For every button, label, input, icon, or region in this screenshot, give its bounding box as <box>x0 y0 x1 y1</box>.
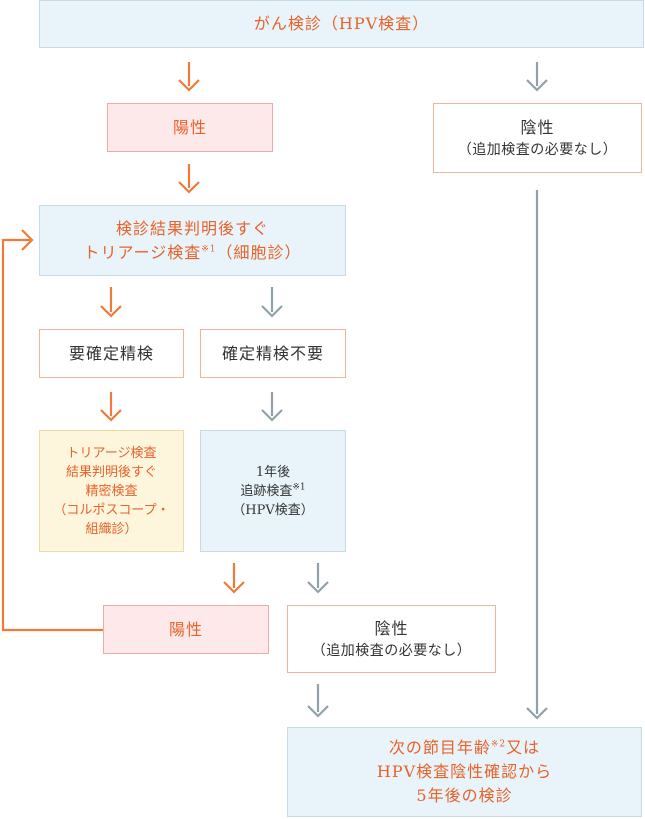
negative-note-1: （追加検査の必要なし） <box>457 141 618 158</box>
triage-line-2-main: トリアージ検査 <box>83 242 202 262</box>
next-note-mark: ※2 <box>490 739 507 750</box>
arrow-needs-confirm-to-detailed <box>99 392 123 422</box>
next-line-3: 5年後の検診 <box>416 786 513 805</box>
next-line-2: HPV検査陰性確認から <box>376 762 553 781</box>
arrow-screening-to-negative <box>525 62 549 92</box>
arrow-followup-to-negative <box>306 563 330 594</box>
triage-note-mark: ※1 <box>201 244 217 255</box>
positive-box-2: 陽性 <box>103 605 269 654</box>
negative-box-2: 陰性 （追加検査の必要なし） <box>287 605 496 673</box>
detailed-line-2: 結果判明後すぐ <box>65 464 157 480</box>
needs-confirm-box: 要確定精検 <box>39 329 184 378</box>
arrow-negative2-to-next <box>306 684 330 718</box>
triage-box: 検診結果判明後すぐ トリアージ検査※1（細胞診） <box>39 205 346 276</box>
followup-line-1: 1年後 <box>255 464 291 480</box>
triage-line-1: 検診結果判明後すぐ <box>115 218 269 238</box>
arrow-screening-to-positive <box>177 62 201 92</box>
needs-confirm-label: 要確定精検 <box>68 343 154 363</box>
positive-box-1: 陽性 <box>107 103 273 152</box>
arrow-positive-to-triage <box>177 164 201 194</box>
next-line-1-tail: 又は <box>506 738 541 757</box>
followup-note-mark: ※1 <box>292 482 306 493</box>
negative-box-1: 陰性 （追加検査の必要なし） <box>433 103 642 173</box>
negative-title-2: 陰性 <box>374 618 409 638</box>
hpv-screening-box: がん検診（HPV検査） <box>39 0 644 48</box>
arrow-triage-to-needs-confirm <box>99 287 123 318</box>
followup-line-2-main: 追跡検査 <box>240 483 293 499</box>
arrow-no-confirm-to-followup <box>260 392 284 422</box>
detailed-exam-box: トリアージ検査 結果判明後すぐ 精密検査 （コルポスコープ・ 組織診） <box>39 430 184 552</box>
followup-line-3: （HPV検査） <box>232 502 314 518</box>
positive-label-1: 陽性 <box>172 117 207 137</box>
arrow-negative-to-next <box>525 190 549 720</box>
triage-line-2: トリアージ検査※1（細胞診） <box>83 241 301 265</box>
detailed-line-5: 組織診） <box>85 521 138 537</box>
no-confirm-label: 確定精検不要 <box>221 343 324 363</box>
arrow-loop-back-to-triage <box>1 229 103 632</box>
next-screening-box: 次の節目年齢※2又は HPV検査陰性確認から 5年後の検診 <box>287 727 642 817</box>
followup-line-2: 追跡検査※1 <box>240 482 305 501</box>
triage-line-2-tail: （細胞診） <box>216 242 302 262</box>
positive-label-2: 陽性 <box>168 619 203 639</box>
arrow-followup-to-positive <box>222 563 246 594</box>
negative-title-1: 陰性 <box>520 117 555 137</box>
negative-note-2: （追加検査の必要なし） <box>311 642 472 659</box>
followup-box: 1年後 追跡検査※1 （HPV検査） <box>200 430 346 552</box>
next-line-1-main: 次の節目年齢 <box>388 738 491 757</box>
detailed-line-3: 精密検査 <box>85 483 138 499</box>
next-line-1: 次の節目年齢※2又は <box>389 736 540 760</box>
no-confirm-box: 確定精検不要 <box>200 329 346 378</box>
hpv-screening-label: がん検診（HPV検査） <box>253 14 430 33</box>
arrow-triage-to-no-confirm <box>260 287 284 318</box>
detailed-line-4: （コルポスコープ・ <box>53 502 170 518</box>
detailed-line-1: トリアージ検査 <box>66 445 157 461</box>
